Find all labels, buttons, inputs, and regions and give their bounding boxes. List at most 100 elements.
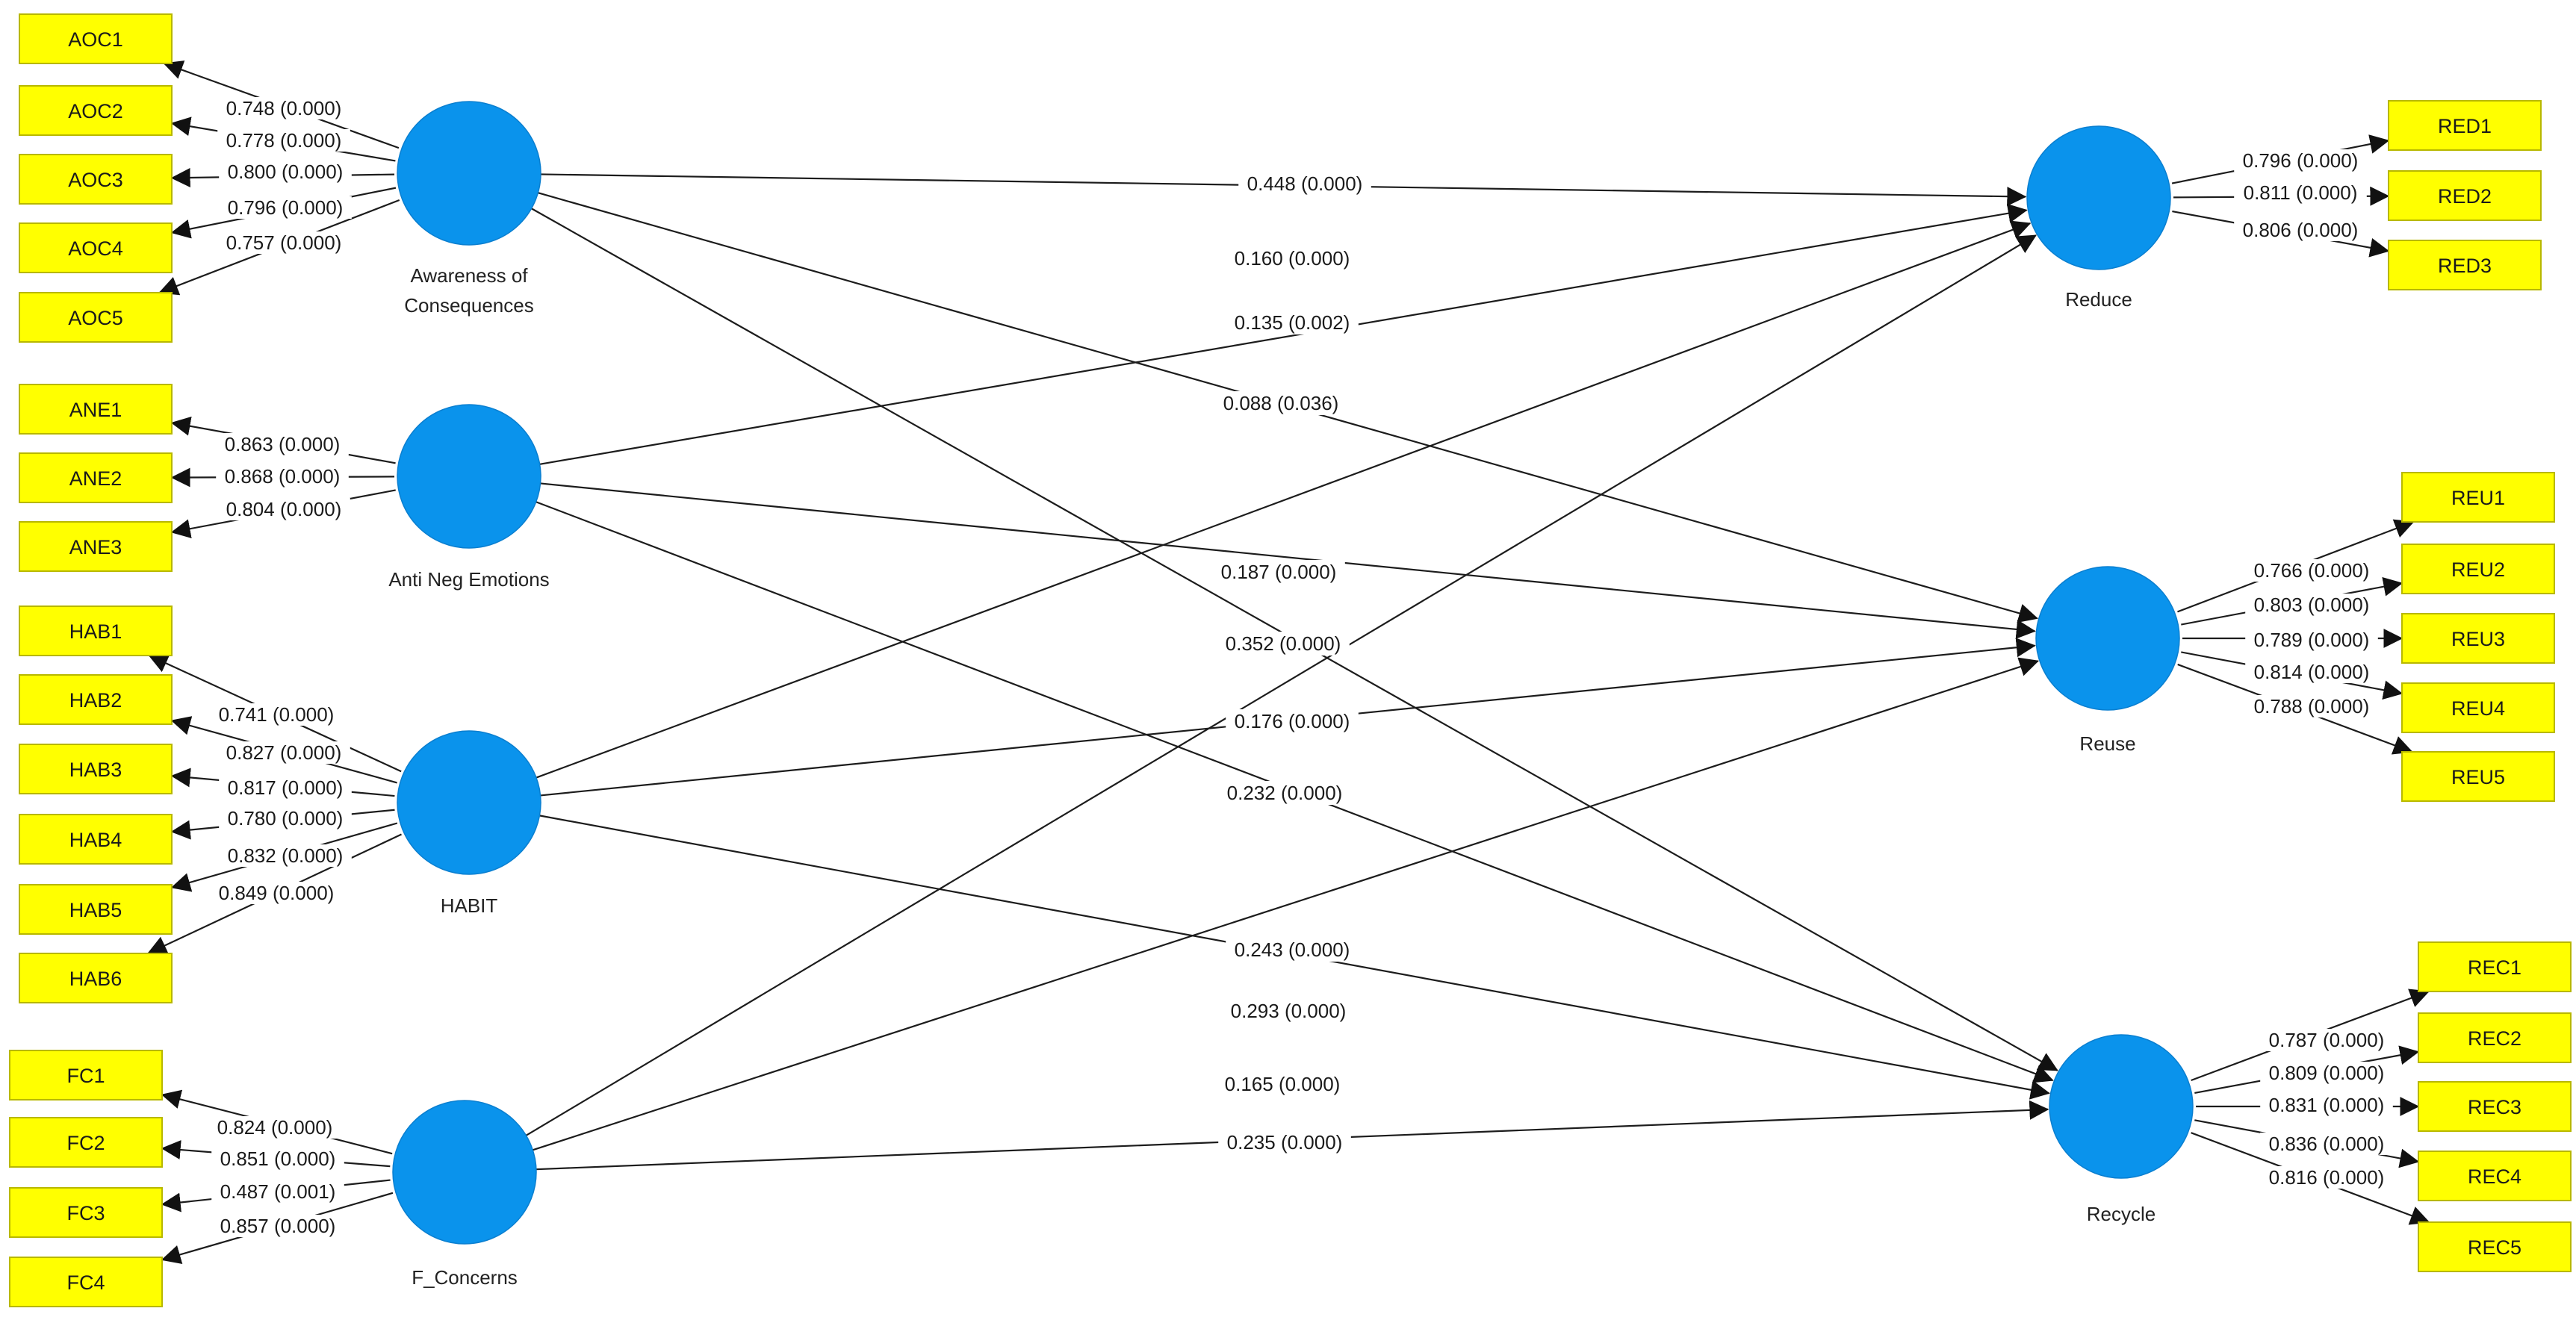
latent-habit[interactable]: HABIT [397,730,541,917]
indicator-name: RED3 [2438,255,2492,277]
indicator-red2[interactable]: RED2 [2388,170,2542,221]
indicator-box[interactable] [19,292,173,343]
indicator-box[interactable] [19,452,173,503]
indicator-box[interactable] [2388,170,2542,221]
latent-circle[interactable] [2035,566,2180,711]
latent-circle[interactable] [2026,125,2171,270]
latent-circle[interactable] [397,101,541,246]
indicator-box[interactable] [9,1257,163,1307]
loading-value-text: 0.849 (0.000) [219,882,335,904]
latent-circle[interactable] [392,1100,537,1245]
indicator-ane3[interactable]: ANE3 [19,521,173,572]
latent-circle[interactable] [2049,1034,2194,1179]
indicator-aoc4[interactable]: AOC4 [19,222,173,273]
indicator-box[interactable] [2418,1081,2572,1132]
indicator-rec3[interactable]: REC3 [2418,1081,2572,1132]
indicator-box[interactable] [2401,544,2555,594]
indicator-box[interactable] [2401,751,2555,802]
indicator-box[interactable] [2418,1012,2572,1063]
loading-value-text: 0.827 (0.000) [226,741,342,764]
loading-value-text: 0.814 (0.000) [2254,661,2370,683]
indicator-box[interactable] [19,521,173,572]
indicator-fc4[interactable]: FC4 [9,1257,163,1307]
indicator-name: FC3 [66,1202,105,1224]
latent-circle[interactable] [397,730,541,875]
indicator-box[interactable] [9,1117,163,1168]
indicator-box[interactable] [19,953,173,1003]
indicator-rec2[interactable]: REC2 [2418,1012,2572,1063]
indicator-hab4[interactable]: HAB4 [19,814,173,865]
indicator-hab2[interactable]: HAB2 [19,674,173,725]
indicator-box[interactable] [2388,240,2542,290]
indicator-reu5[interactable]: REU5 [2401,751,2555,802]
loading-label: 0.796 (0.000) [2234,149,2367,172]
path-coefficient-label: 0.135 (0.002) [1226,311,1359,334]
indicator-box[interactable] [2388,100,2542,151]
indicator-aoc1[interactable]: AOC1 [19,13,173,64]
indicator-fc1[interactable]: FC1 [9,1050,163,1100]
loading-value-text: 0.780 (0.000) [228,807,344,829]
loading-value-text: 0.766 (0.000) [2254,559,2370,582]
indicator-box[interactable] [9,1050,163,1100]
indicator-aoc5[interactable]: AOC5 [19,292,173,343]
indicator-rec4[interactable]: REC4 [2418,1151,2572,1201]
indicator-hab5[interactable]: HAB5 [19,884,173,935]
indicator-reu1[interactable]: REU1 [2401,472,2555,523]
indicator-box[interactable] [2401,682,2555,733]
latent-recycle[interactable]: Recycle [2049,1034,2194,1225]
indicator-box[interactable] [2401,472,2555,523]
indicator-box[interactable] [2418,1151,2572,1201]
latent-circle[interactable] [397,404,541,549]
indicator-aoc3[interactable]: AOC3 [19,154,173,205]
indicator-fc3[interactable]: FC3 [9,1187,163,1238]
indicator-box[interactable] [19,884,173,935]
indicator-reu3[interactable]: REU3 [2401,613,2555,664]
indicator-box[interactable] [19,222,173,273]
indicator-hab6[interactable]: HAB6 [19,953,173,1003]
indicator-box[interactable] [19,605,173,656]
indicator-fc2[interactable]: FC2 [9,1117,163,1168]
edge-labels-layer: 0.448 (0.000)0.160 (0.000)0.135 (0.002)0… [208,97,2393,1237]
latent-label: Consequences [404,294,533,317]
indicator-rec1[interactable]: REC1 [2418,941,2572,992]
path-ane-to-red [539,203,2028,465]
indicator-box[interactable] [19,744,173,794]
indicator-rec5[interactable]: REC5 [2418,1221,2572,1272]
indicator-reu2[interactable]: REU2 [2401,544,2555,594]
latent-reduce[interactable]: Reduce [2026,125,2171,311]
indicator-box[interactable] [9,1187,163,1238]
loading-label: 0.827 (0.000) [217,741,350,764]
indicator-box[interactable] [19,154,173,205]
path-coefficient-label: 0.176 (0.000) [1226,709,1359,733]
indicator-ane1[interactable]: ANE1 [19,384,173,435]
indicator-reu4[interactable]: REU4 [2401,682,2555,733]
path-coefficient-label: 0.088 (0.036) [1214,391,1347,415]
indicator-name: AOC5 [68,307,123,329]
indicator-box[interactable] [19,85,173,136]
path-coefficient-text: 0.187 (0.000) [1221,561,1337,583]
indicator-red3[interactable]: RED3 [2388,240,2542,290]
indicator-box[interactable] [19,674,173,725]
indicator-name: AOC2 [68,100,123,122]
path-coefficient-label: 0.243 (0.000) [1226,938,1359,962]
latent-anti-neg-emotions[interactable]: Anti Neg Emotions [388,404,550,591]
latent-f-concerns[interactable]: F_Concerns [392,1100,537,1289]
indicator-hab3[interactable]: HAB3 [19,744,173,794]
loading-label-bg [211,1148,344,1170]
indicator-hab1[interactable]: HAB1 [19,605,173,656]
indicator-ane2[interactable]: ANE2 [19,452,173,503]
indicator-box[interactable] [2401,613,2555,664]
indicator-box[interactable] [19,384,173,435]
indicator-box[interactable] [2418,941,2572,992]
loading-label: 0.816 (0.000) [2260,1166,2393,1189]
loading-label: 0.778 (0.000) [217,129,350,152]
indicator-box[interactable] [19,814,173,865]
indicator-box[interactable] [19,13,173,64]
latent-reuse[interactable]: Reuse [2035,566,2180,755]
path-coefficient-label-bg [1214,391,1347,415]
indicator-red1[interactable]: RED1 [2388,100,2542,151]
loading-value-text: 0.824 (0.000) [217,1116,333,1139]
indicator-box[interactable] [2418,1221,2572,1272]
indicator-aoc2[interactable]: AOC2 [19,85,173,136]
